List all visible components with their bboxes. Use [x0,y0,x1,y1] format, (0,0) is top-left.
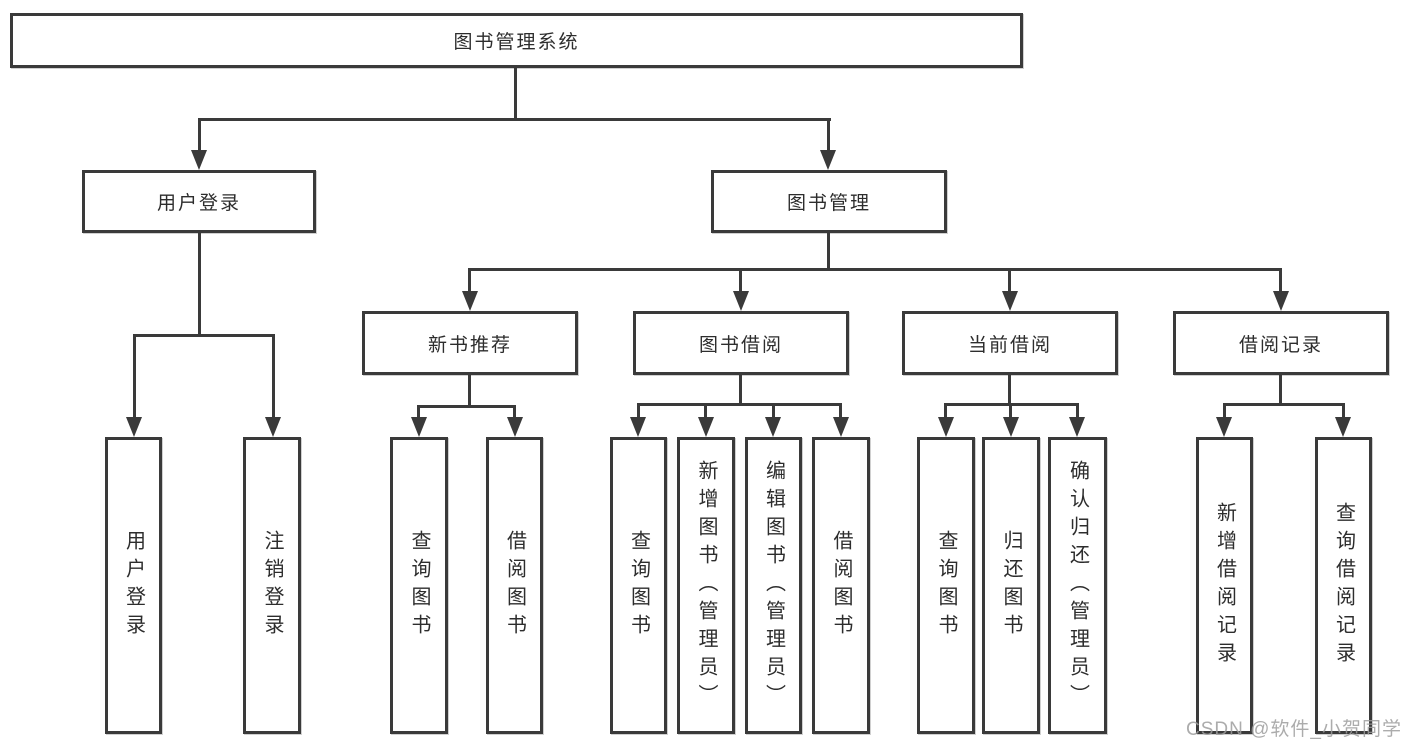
watermark: CSDN @软件_小贺同学 [1186,719,1402,740]
leaf-label: 查询图书 [408,529,430,642]
connector-borrow-stub [739,375,742,406]
connector-current-shaft-3 [1076,403,1079,419]
arrow-down-icon [1002,291,1018,311]
leaf-label: 查询图书 [627,529,650,642]
arrow-down-icon [191,150,207,170]
connector-records-shaft-1 [1223,403,1226,419]
arrow-down-icon [126,417,142,437]
connector-userlogin-split [133,334,275,337]
connector-bookmgmt-stub [827,233,830,271]
arrow-down-icon [1069,417,1085,437]
leaf-records-add-record: 新增借阅记录 [1196,437,1253,734]
node-new-book-recommend: 新书推荐 [362,311,578,375]
arrow-down-icon [733,291,749,311]
leaf-current-return-books: 归还图书 [982,437,1040,734]
arrow-down-icon [507,417,523,437]
connector-root-right-shaft [827,118,830,152]
connector-newbook-shaft-2 [513,405,516,419]
connector-borrow-shaft-1 [637,403,640,419]
connector-borrow-shaft-4 [839,403,842,419]
leaf-label: 编辑图书（管理员） [762,459,785,712]
leaf-newbook-query-books: 查询图书 [390,437,448,734]
connector-userlogin-shaft-1 [133,334,136,418]
arrow-down-icon [820,150,836,170]
connector-records-stub [1279,375,1282,406]
connector-userlogin-stub [198,233,201,336]
leaf-label: 查询借阅记录 [1332,501,1355,670]
node-book-management: 图书管理 [711,170,947,233]
node-book-borrow: 图书借阅 [633,311,849,375]
arrow-down-icon [265,417,281,437]
leaf-user-login: 用户登录 [105,437,162,734]
leaf-label: 查询图书 [935,529,957,642]
leaf-current-query-books: 查询图书 [917,437,975,734]
leaf-label: 归还图书 [1000,529,1022,642]
arrow-down-icon [765,417,781,437]
arrow-down-icon [630,417,646,437]
connector-bookmgmt-shaft-2 [739,268,742,292]
connector-borrow-shaft-2 [704,403,707,419]
connector-root-left-shaft [198,118,201,152]
connector-bookmgmt-shaft-4 [1279,268,1282,292]
connector-root-split [198,118,831,121]
arrow-down-icon [698,417,714,437]
leaf-label: 新增图书（管理员） [695,459,717,712]
leaf-label: 确认归还（管理员） [1066,459,1089,712]
leaf-label: 借阅图书 [830,529,852,642]
node-current-borrow: 当前借阅 [902,311,1118,375]
leaf-borrow-add-books-admin: 新增图书（管理员） [677,437,735,734]
leaf-label: 借阅图书 [503,529,526,642]
leaf-borrow-query-books: 查询图书 [610,437,667,734]
node-user-login: 用户登录 [82,170,316,233]
connector-current-shaft-1 [944,403,947,419]
connector-userlogin-shaft-2 [272,334,275,418]
connector-current-shaft-2 [1009,403,1012,419]
connector-bookmgmt-shaft-1 [468,268,471,292]
arrow-down-icon [1335,417,1351,437]
connector-records-shaft-2 [1342,403,1345,419]
leaf-label: 用户登录 [122,529,145,642]
arrow-down-icon [1003,417,1019,437]
leaf-records-query-record: 查询借阅记录 [1315,437,1372,734]
connector-bookmgmt-shaft-3 [1008,268,1011,292]
leaf-logout: 注销登录 [243,437,301,734]
connector-current-stub [1008,375,1011,406]
arrow-down-icon [1216,417,1232,437]
arrow-down-icon [411,417,427,437]
leaf-newbook-borrow-books: 借阅图书 [486,437,543,734]
arrow-down-icon [938,417,954,437]
node-root: 图书管理系统 [10,13,1023,68]
arrow-down-icon [462,291,478,311]
leaf-borrow-edit-books-admin: 编辑图书（管理员） [745,437,802,734]
connector-newbook-split [417,405,516,408]
connector-records-split [1223,403,1345,406]
connector-newbook-stub [468,375,471,408]
connector-bookmgmt-split [468,268,1282,271]
arrow-down-icon [1273,291,1289,311]
arrow-down-icon [833,417,849,437]
leaf-current-confirm-return-admin: 确认归还（管理员） [1048,437,1107,734]
connector-root-stub [514,68,517,120]
connector-newbook-shaft-1 [417,405,420,419]
connector-borrow-shaft-3 [772,403,775,419]
connector-borrow-split [637,403,842,406]
leaf-label: 新增借阅记录 [1213,501,1236,670]
leaf-borrow-borrow-books: 借阅图书 [812,437,870,734]
node-borrow-records: 借阅记录 [1173,311,1389,375]
leaf-label: 注销登录 [261,529,283,642]
